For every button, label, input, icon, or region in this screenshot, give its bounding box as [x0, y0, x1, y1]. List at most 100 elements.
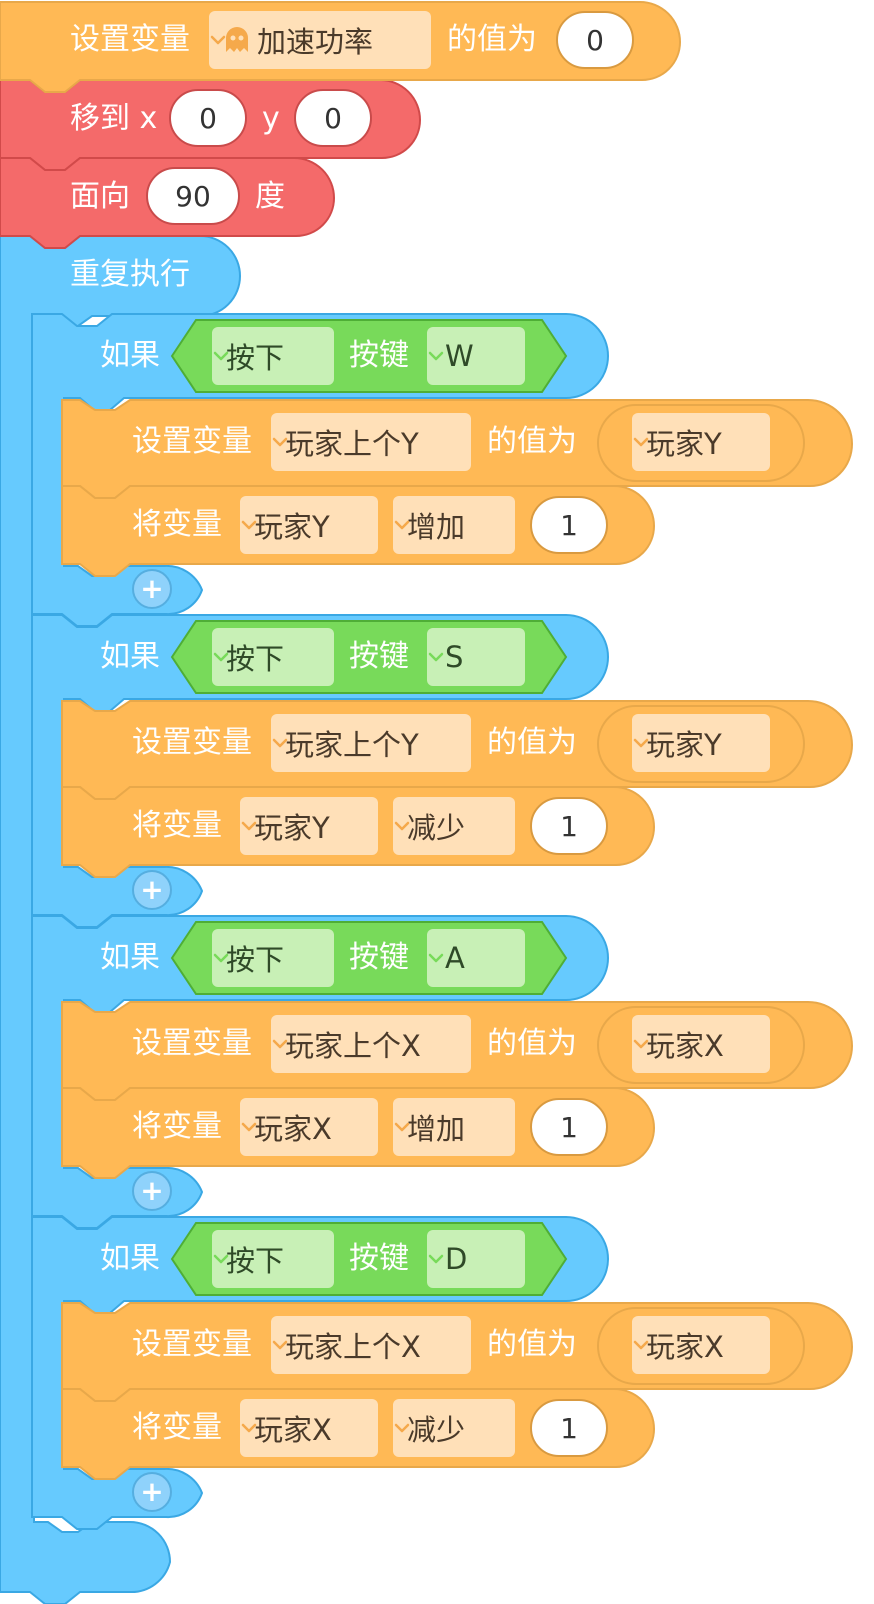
change-variable-label: 将变量 [132, 808, 222, 843]
face-label: 面向 [70, 179, 130, 214]
chevron-down-icon [213, 953, 229, 963]
chevron-down-icon [633, 437, 649, 447]
pressed-dropdown[interactable]: 按下 [212, 1230, 334, 1288]
set-variable-dropdown[interactable]: 玩家上个Y [271, 413, 471, 471]
change-variable-name: 玩家X [254, 1413, 332, 1447]
chevron-down-icon [241, 821, 257, 831]
pressed-value: 按下 [226, 341, 285, 375]
y-label: y [262, 101, 280, 136]
chevron-down-icon [633, 1039, 649, 1049]
key-label: 按键 [349, 940, 409, 975]
set-variable-name: 玩家上个Y [285, 427, 419, 461]
value-reporter-slot[interactable] [597, 705, 805, 783]
set-value-input[interactable]: 0 [556, 11, 634, 69]
value-reporter-slot[interactable] [597, 1307, 805, 1385]
value-variable-name: 玩家X [646, 1330, 724, 1364]
value-of-label: 的值为 [487, 1327, 577, 1362]
forever-label: 重复执行 [70, 257, 190, 292]
chevron-down-icon [428, 953, 444, 963]
add-else-button[interactable]: + [132, 1472, 172, 1512]
key-dropdown[interactable]: A [427, 929, 525, 987]
change-operation-dropdown[interactable]: 增加 [393, 496, 515, 554]
value-variable-dropdown[interactable]: 玩家Y [632, 714, 770, 772]
change-variable-dropdown[interactable]: 玩家X [240, 1098, 378, 1156]
value-reporter-slot[interactable] [597, 1006, 805, 1084]
change-variable-dropdown[interactable]: 玩家X [240, 1399, 378, 1457]
set-variable-name: 玩家上个Y [285, 728, 419, 762]
chevron-down-icon [213, 351, 229, 361]
chevron-down-icon [272, 738, 288, 748]
value-variable-dropdown[interactable]: 玩家X [632, 1316, 770, 1374]
pressed-value: 按下 [226, 1244, 285, 1278]
change-variable-dropdown[interactable]: 玩家Y [240, 797, 378, 855]
chevron-down-icon [210, 35, 226, 45]
chevron-down-icon [213, 1254, 229, 1264]
set-variable-label: 设置变量 [70, 22, 190, 57]
chevron-down-icon [428, 1254, 444, 1264]
set-variable-dropdown[interactable]: 玩家上个Y [271, 714, 471, 772]
change-operation: 减少 [407, 811, 466, 845]
key-value: D [445, 1242, 468, 1276]
chevron-down-icon [241, 1423, 257, 1433]
pressed-value: 按下 [226, 642, 285, 676]
set-variable-label: 设置变量 [132, 424, 252, 459]
value-variable-dropdown[interactable]: 玩家Y [632, 413, 770, 471]
pressed-dropdown[interactable]: 按下 [212, 628, 334, 686]
value-reporter-slot[interactable] [597, 404, 805, 482]
pressed-dropdown[interactable]: 按下 [212, 327, 334, 385]
chevron-down-icon [428, 351, 444, 361]
key-label: 按键 [349, 1241, 409, 1276]
key-value: W [445, 339, 474, 373]
variable-dropdown[interactable]: 加速功率 [209, 11, 431, 69]
y-input[interactable]: 0 [294, 89, 372, 147]
chevron-down-icon [394, 821, 410, 831]
change-amount-input[interactable]: 1 [530, 1399, 608, 1457]
change-operation: 减少 [407, 1413, 466, 1447]
set-variable-name: 玩家上个X [285, 1029, 421, 1063]
x-input[interactable]: 0 [169, 89, 247, 147]
value-variable-dropdown[interactable]: 玩家X [632, 1015, 770, 1073]
change-variable-name: 玩家X [254, 1112, 332, 1146]
chevron-down-icon [241, 520, 257, 530]
change-amount-input[interactable]: 1 [530, 496, 608, 554]
change-amount-input[interactable]: 1 [530, 797, 608, 855]
change-variable-label: 将变量 [132, 507, 222, 542]
add-else-button[interactable]: + [132, 870, 172, 910]
move-to-x-label: 移到 x [70, 101, 158, 136]
key-dropdown[interactable]: D [427, 1230, 525, 1288]
change-variable-name: 玩家Y [254, 510, 330, 544]
key-dropdown[interactable]: W [427, 327, 525, 385]
value-of-label: 的值为 [487, 725, 577, 760]
key-value: S [445, 640, 464, 674]
value-variable-name: 玩家Y [646, 728, 722, 762]
change-operation-dropdown[interactable]: 减少 [393, 797, 515, 855]
set-variable-label: 设置变量 [132, 725, 252, 760]
if-label: 如果 [100, 338, 160, 373]
chevron-down-icon [272, 1340, 288, 1350]
value-of-label: 的值为 [487, 1026, 577, 1061]
value-of-label: 的值为 [487, 424, 577, 459]
pressed-dropdown[interactable]: 按下 [212, 929, 334, 987]
chevron-down-icon [633, 738, 649, 748]
change-operation-dropdown[interactable]: 减少 [393, 1399, 515, 1457]
set-variable-dropdown[interactable]: 玩家上个X [271, 1015, 471, 1073]
add-else-button[interactable]: + [132, 569, 172, 609]
set-variable-label: 设置变量 [132, 1026, 252, 1061]
add-else-button[interactable]: + [132, 1171, 172, 1211]
chevron-down-icon [394, 1122, 410, 1132]
ghost-icon [226, 27, 248, 52]
change-variable-name: 玩家Y [254, 811, 330, 845]
change-operation: 增加 [407, 1112, 466, 1146]
key-dropdown[interactable]: S [427, 628, 525, 686]
change-variable-dropdown[interactable]: 玩家Y [240, 496, 378, 554]
degree-label: 度 [255, 179, 285, 214]
change-amount-input[interactable]: 1 [530, 1098, 608, 1156]
set-variable-dropdown[interactable]: 玩家上个X [271, 1316, 471, 1374]
variable-name: 加速功率 [257, 25, 374, 59]
value-variable-name: 玩家X [646, 1029, 724, 1063]
direction-input[interactable]: 90 [146, 167, 240, 225]
chevron-down-icon [272, 1039, 288, 1049]
change-operation-dropdown[interactable]: 增加 [393, 1098, 515, 1156]
change-variable-label: 将变量 [132, 1410, 222, 1445]
